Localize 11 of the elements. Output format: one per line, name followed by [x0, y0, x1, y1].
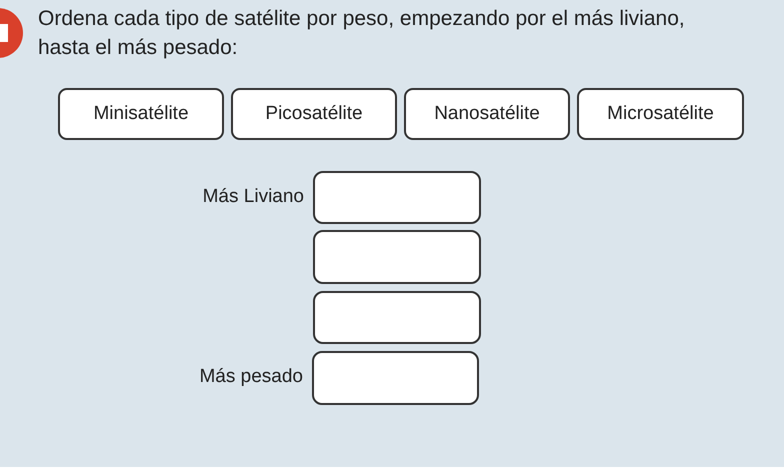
- answer-label: Más Liviano: [202, 184, 304, 208]
- choice-card: Nanosatélite: [404, 88, 570, 140]
- answer-box: [313, 291, 481, 344]
- choice-card: Minisatélite: [58, 88, 224, 140]
- choice-card: Picosatélite: [231, 88, 397, 140]
- answer-box: [313, 230, 481, 284]
- answer-box: [312, 351, 479, 405]
- choice-card: Microsatélite: [577, 88, 744, 140]
- question-text: Ordena cada tipo de satélite por peso, empezando por el más liviano, hasta el más pesado:: [38, 6, 686, 61]
- answer-box: [313, 171, 481, 224]
- answer-label: Más pesado: [199, 365, 303, 389]
